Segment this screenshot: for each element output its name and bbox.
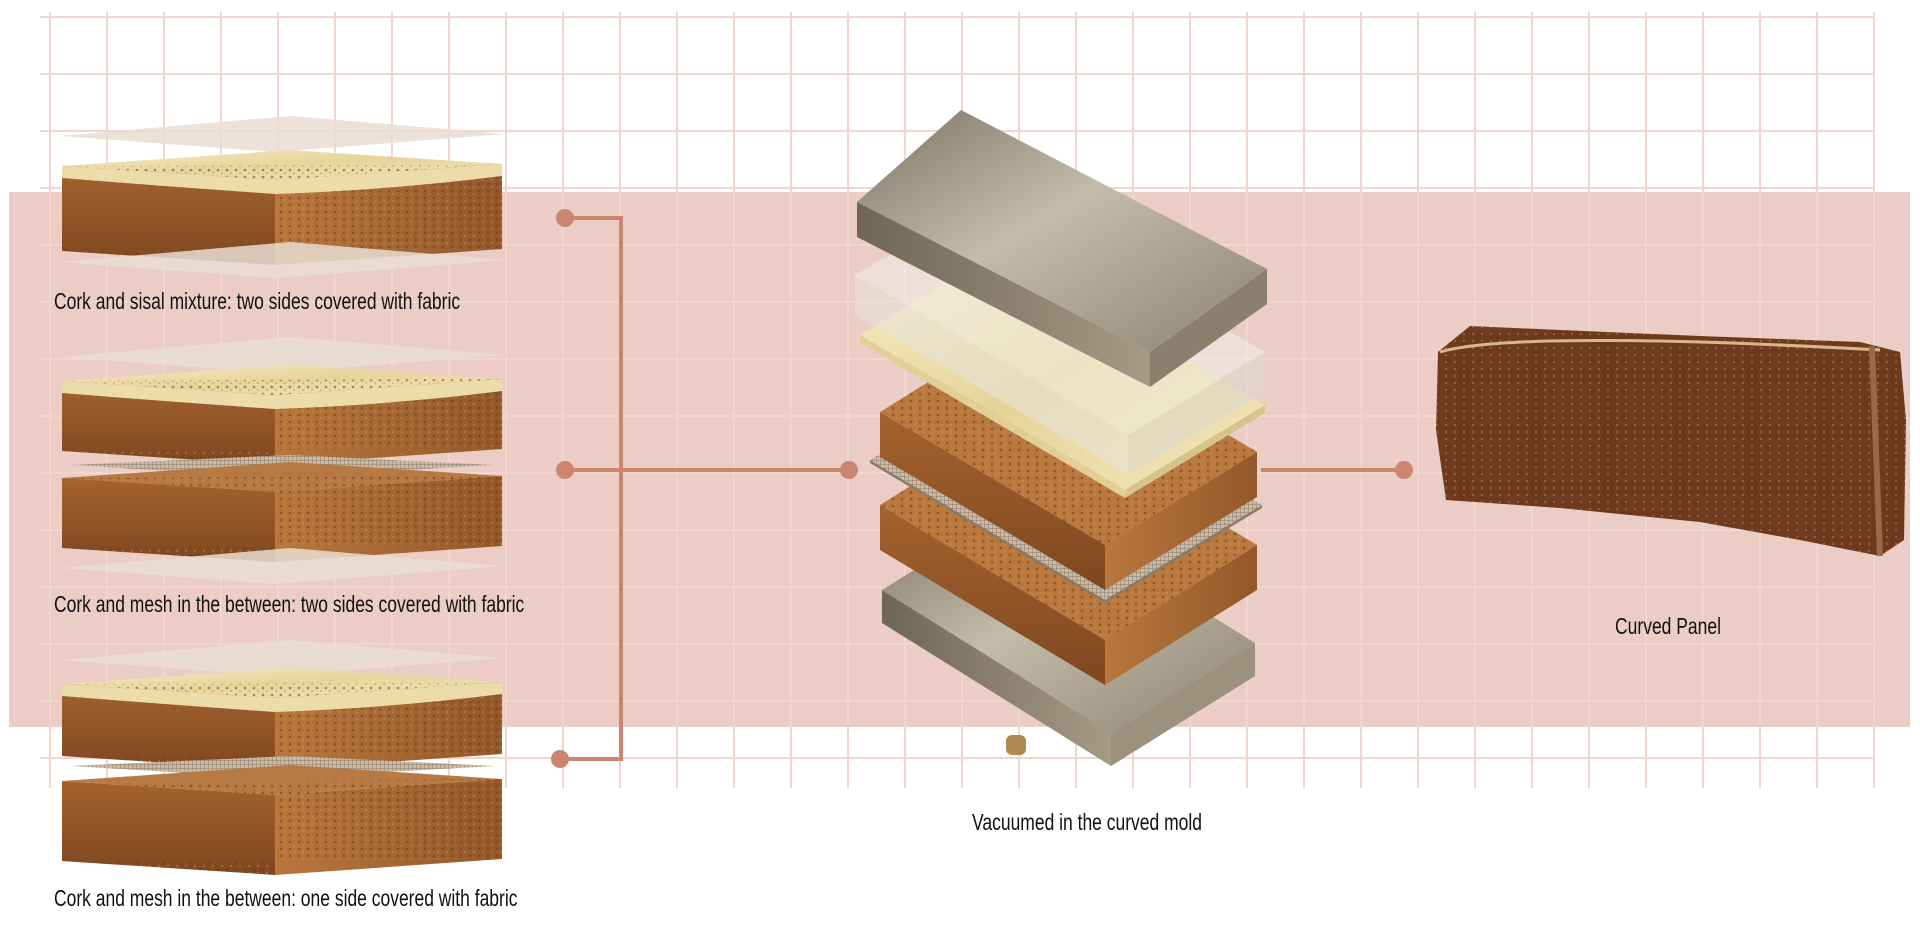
- label-sample-1: Cork and sisal mixture: two sides covere…: [54, 288, 461, 314]
- connector-dot: [840, 461, 858, 479]
- label-sample-2: Cork and mesh in the between: two sides …: [54, 591, 525, 617]
- fabric-sheet: [60, 548, 505, 584]
- connector-lines: [560, 216, 1404, 761]
- label-mold: Vacuumed in the curved mold: [972, 809, 1202, 835]
- cork-slab: [62, 765, 502, 875]
- sample-3-illustration: [60, 640, 505, 875]
- label-curved-panel: Curved Panel: [1615, 613, 1721, 639]
- fabric-sheet: [60, 640, 505, 676]
- label-sample-3: Cork and mesh in the between: one side c…: [54, 885, 518, 911]
- fabric-sheet: [60, 116, 505, 152]
- connector-dots: [551, 209, 1413, 768]
- cork-slab: [62, 150, 502, 265]
- cork-slab: [62, 462, 502, 562]
- cork-slab: [62, 668, 502, 770]
- connector-dot: [551, 750, 569, 768]
- connector-dot: [556, 209, 574, 227]
- connector-dot: [1395, 461, 1413, 479]
- top-mold: [857, 110, 1267, 387]
- cork-slab: [62, 365, 502, 465]
- fabric-sheet: [60, 337, 505, 373]
- fabric-sheet: [60, 242, 505, 278]
- connector-dot: [556, 461, 574, 479]
- sample-1-illustration: [60, 116, 505, 278]
- curved-panel-illustration: [1436, 326, 1906, 557]
- mold-foot: [1006, 735, 1026, 755]
- sample-2-illustration: [60, 337, 505, 584]
- mold-stack-illustration: [855, 110, 1267, 766]
